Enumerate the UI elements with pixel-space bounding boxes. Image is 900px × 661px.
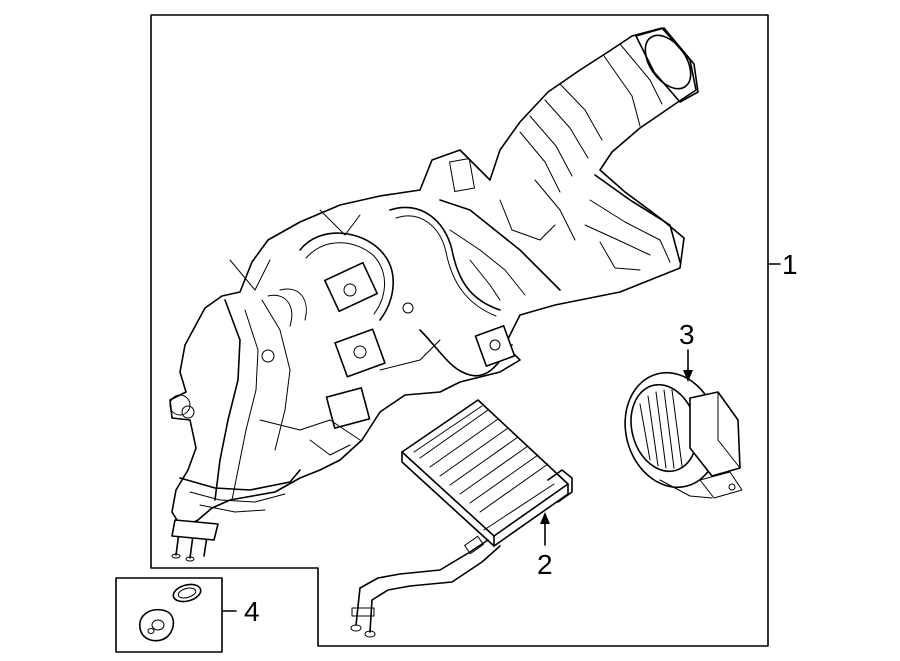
inset-box-part-4: [115, 577, 223, 653]
main-frame-border: [150, 14, 769, 647]
leader-2: [540, 512, 550, 546]
hvac-housing-assembly: [169, 27, 699, 562]
callout-3: 3: [679, 319, 695, 350]
callout-4: 4: [244, 596, 260, 627]
gaskets: [139, 583, 202, 642]
leader-3: [683, 349, 693, 382]
blower-motor: [624, 371, 743, 499]
heater-core: [350, 399, 573, 638]
callout-1: 1: [782, 249, 798, 280]
callout-2: 2: [537, 549, 553, 580]
